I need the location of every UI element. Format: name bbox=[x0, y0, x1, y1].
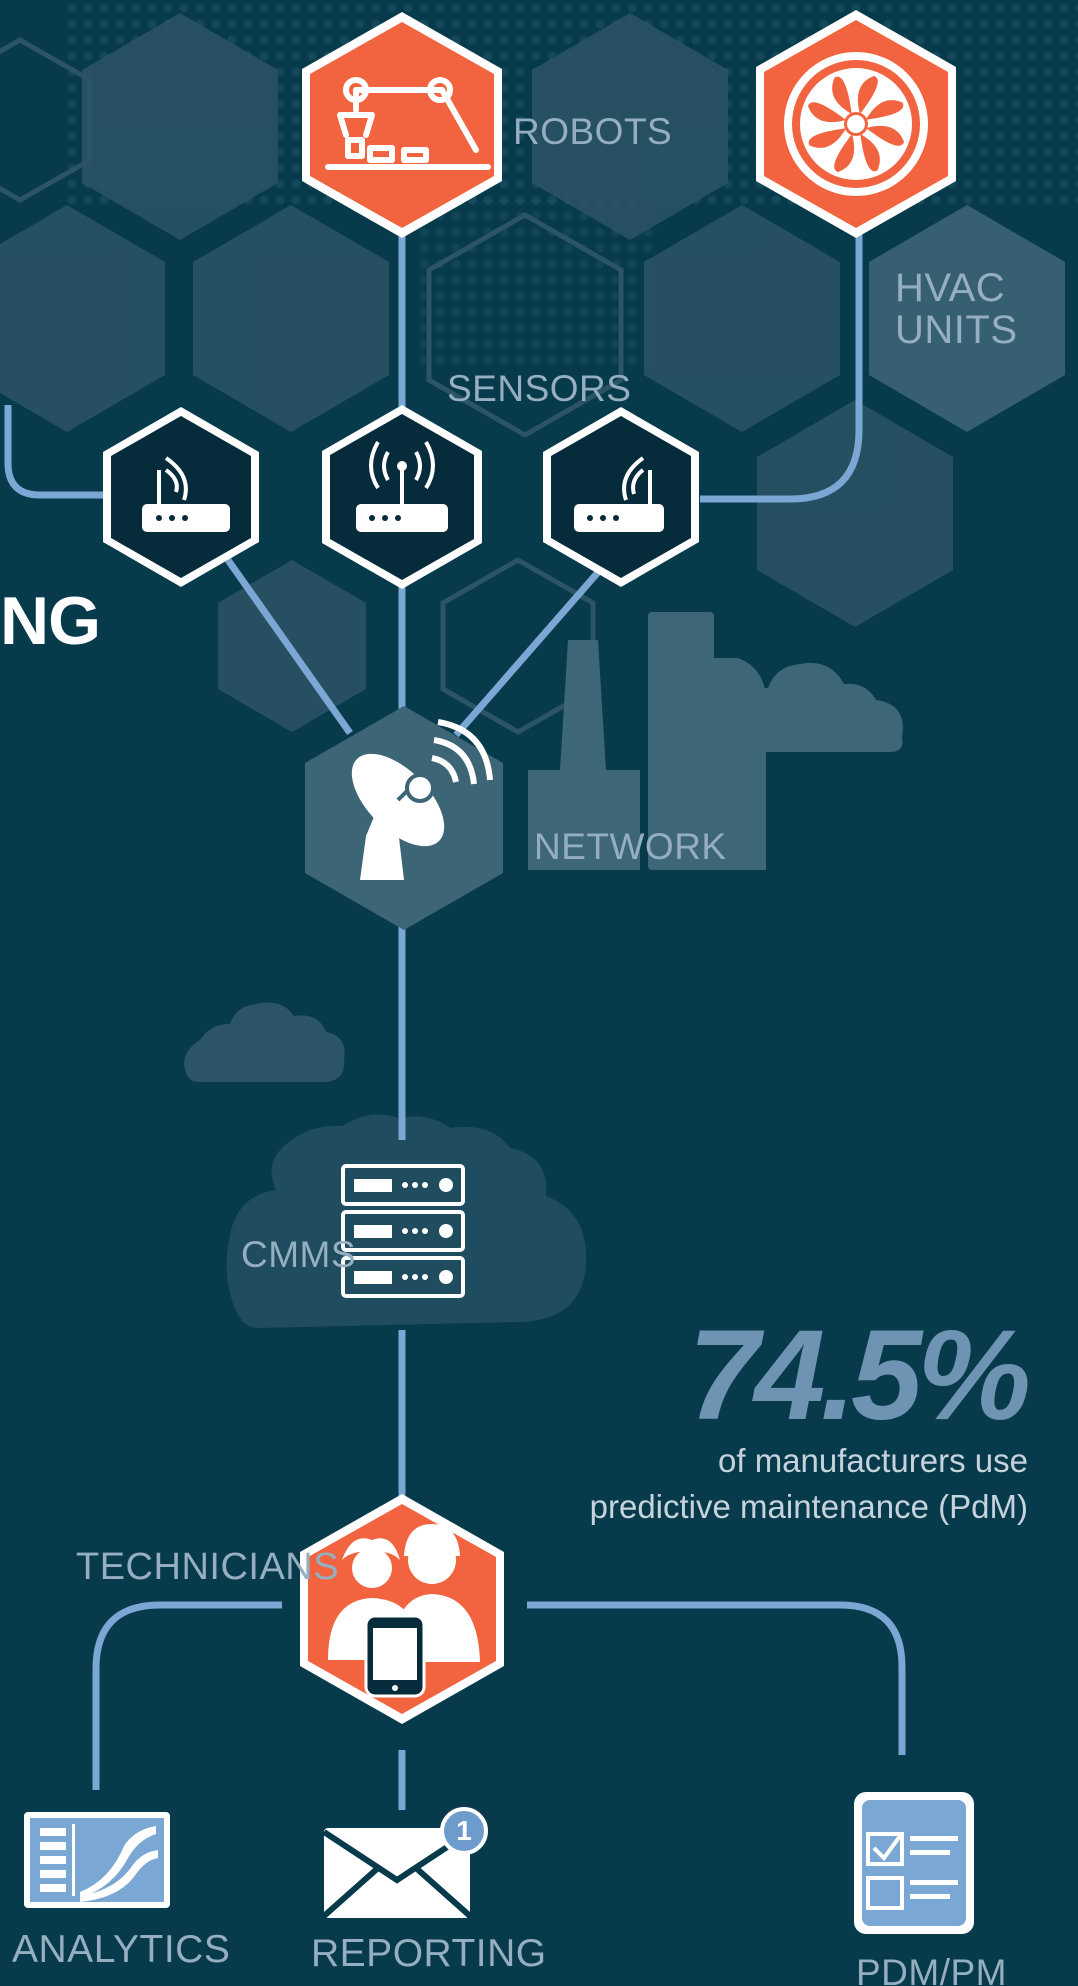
hvac-label-line1: HVAC bbox=[895, 266, 1006, 310]
wifi-router-icon bbox=[142, 456, 230, 532]
sensor-node-center bbox=[322, 405, 482, 589]
hvac-label: HVAC UNITS bbox=[895, 267, 1055, 351]
partial-heading: NG bbox=[0, 583, 101, 659]
outline-hexagon bbox=[440, 557, 596, 735]
robots-node bbox=[302, 12, 502, 238]
background-hexagon bbox=[532, 13, 728, 240]
background-hexagon bbox=[193, 205, 389, 432]
network-label: NETWORK bbox=[534, 826, 727, 867]
stat-caption: of manufacturers use predictive maintena… bbox=[589, 1442, 1028, 1526]
pdm-pm-label: PDM/PM bbox=[856, 1952, 1007, 1986]
outline-hexagon bbox=[426, 212, 624, 438]
hvac-label-line2: UNITS bbox=[895, 308, 1018, 352]
technicians-label: TECHNICIANS bbox=[76, 1546, 340, 1588]
stat-value: 74.5% bbox=[688, 1304, 1031, 1447]
cmms-cloud bbox=[226, 1114, 587, 1328]
cmms-label: CMMS bbox=[241, 1234, 357, 1275]
wifi-router-icon bbox=[574, 456, 664, 532]
background-hexagon bbox=[757, 400, 953, 627]
analytics-label: ANALYTICS bbox=[12, 1928, 231, 1971]
sensor-node-left bbox=[103, 407, 259, 587]
analytics-icon bbox=[24, 1812, 170, 1908]
fan-icon bbox=[784, 52, 928, 196]
satellite-dish-icon bbox=[351, 719, 493, 880]
network-node bbox=[305, 706, 503, 930]
robots-label: ROBOTS bbox=[513, 111, 673, 152]
cloud bbox=[184, 1002, 345, 1082]
cloud bbox=[732, 662, 903, 752]
envelope-icon bbox=[322, 1828, 472, 1919]
server-stack-icon bbox=[341, 1164, 465, 1298]
factory-silhouette bbox=[528, 612, 766, 870]
background-hexagon bbox=[869, 205, 1065, 432]
wifi-router-icon bbox=[356, 440, 448, 532]
background-hexagon bbox=[0, 205, 165, 432]
outline-hexagon bbox=[0, 37, 93, 203]
background-hexagon bbox=[82, 13, 278, 240]
sensor-node-right bbox=[543, 407, 699, 587]
robot-arm-icon bbox=[325, 77, 491, 170]
technicians-node bbox=[300, 1494, 504, 1724]
phone-icon bbox=[364, 1614, 426, 1698]
hvac-node bbox=[756, 10, 956, 238]
connectors bbox=[4, 230, 906, 1810]
sensors-label: SENSORS bbox=[447, 368, 632, 409]
notification-badge: 1 bbox=[440, 1807, 488, 1855]
background-hexagon bbox=[644, 205, 840, 432]
checklist-icon bbox=[854, 1792, 974, 1934]
reporting-label: REPORTING bbox=[311, 1932, 547, 1975]
